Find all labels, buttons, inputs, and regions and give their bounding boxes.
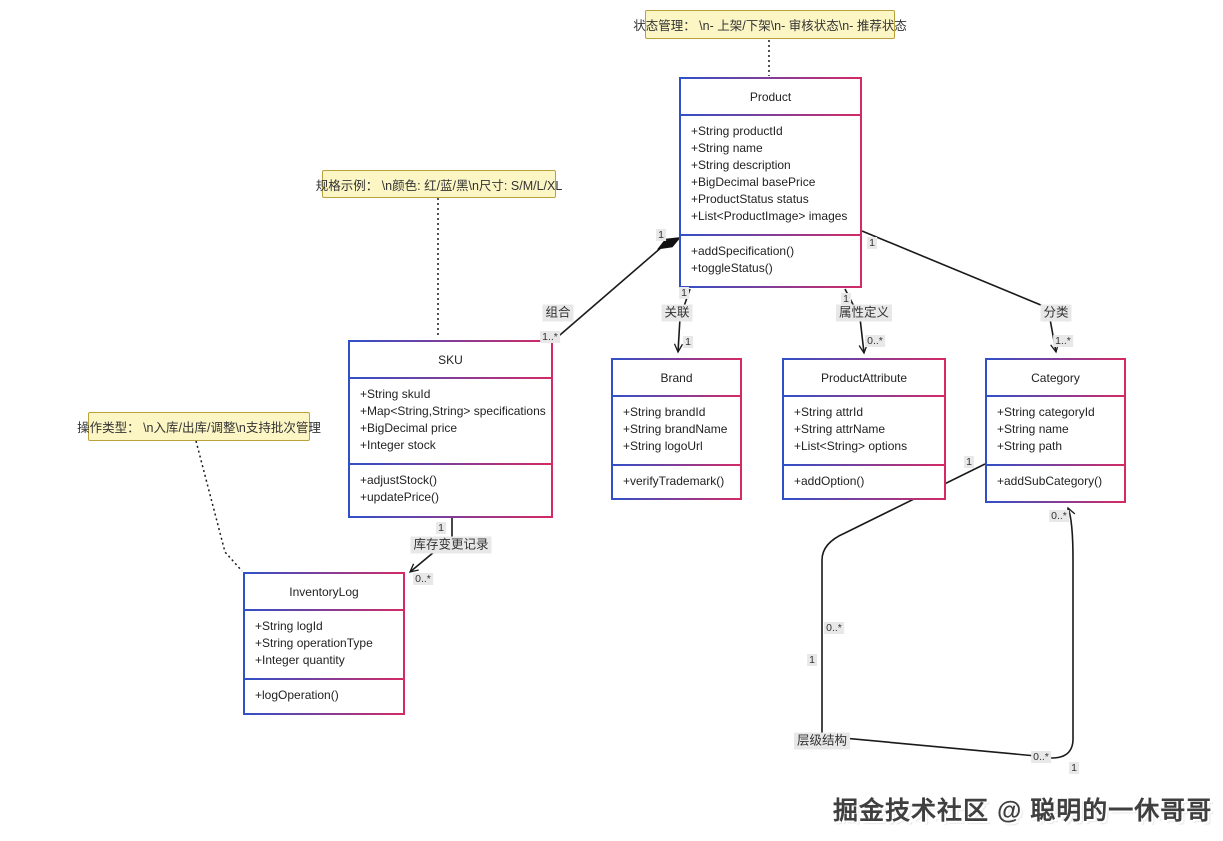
mult-hierarchy-6: 1	[1069, 762, 1079, 774]
attribute-line: +String attrId	[794, 405, 864, 419]
edge-label-composition: 组合	[542, 304, 574, 322]
edge-product-category	[861, 230, 1060, 354]
class-inventory-log-title: InventoryLog	[289, 585, 359, 599]
attribute-line: +String brandId	[623, 405, 706, 419]
mult-inventory-record-target: 0..*	[413, 573, 433, 585]
composition-diamond-icon	[657, 237, 681, 250]
class-category: Category +String categoryId +String name…	[985, 358, 1126, 503]
method-line: +updatePrice()	[360, 490, 440, 504]
attribute-line: +String categoryId	[997, 405, 1095, 419]
method-line: +addSubCategory()	[997, 474, 1103, 488]
class-brand-attributes: +String brandId +String brandName +Strin…	[613, 395, 740, 464]
note-spec-example: 规格示例： \n颜色: 红/蓝/黑\n尺寸: S/M/L/XL	[316, 170, 562, 198]
class-product: Product +String productId +String name +…	[679, 77, 862, 288]
edge-label-classification: 分类	[1040, 304, 1072, 322]
note-operation-type: 操作类型： \n入库/出库/调整\n支持批次管理	[77, 412, 321, 441]
method-line: +logOperation()	[255, 688, 339, 702]
attribute-line: +String operationType	[255, 636, 373, 650]
attribute-line: +String productId	[691, 124, 783, 138]
class-category-attributes: +String categoryId +String name +String …	[987, 395, 1124, 464]
attribute-line: +String description	[691, 158, 791, 172]
mult-hierarchy-3: 0..*	[824, 622, 844, 634]
mult-hierarchy-5: 0..*	[1031, 751, 1051, 763]
note-status-management: 状态管理： \n- 上架/下架\n- 审核状态\n- 推荐状态	[633, 10, 907, 39]
watermark-text: 掘金技术社区 @ 聪明的一休哥哥	[833, 797, 1213, 825]
mult-hierarchy-2: 0..*	[1049, 510, 1069, 522]
mult-classification-target: 1..*	[1053, 335, 1073, 347]
attribute-line: +String logoUrl	[623, 439, 703, 453]
attribute-line: +BigDecimal basePrice	[691, 175, 816, 189]
attribute-line: +String brandName	[623, 422, 728, 436]
class-brand: Brand +String brandId +String brandName …	[611, 358, 742, 500]
mult-attribute-definition-target: 0..*	[865, 335, 885, 347]
class-sku-methods: +adjustStock() +updatePrice()	[350, 463, 551, 515]
attribute-line: +BigDecimal price	[360, 421, 458, 435]
attribute-line: +Integer stock	[360, 438, 436, 452]
attribute-line: +String name	[691, 141, 763, 155]
class-sku-title: SKU	[438, 353, 463, 367]
class-inventory-log: InventoryLog +String logId +String opera…	[243, 572, 405, 715]
class-product-attribute-attributes: +String attrId +String attrName +List<St…	[784, 395, 944, 464]
class-product-attribute-methods: +addOption()	[784, 464, 944, 499]
class-inventory-log-attributes: +String logId +String operationType +Int…	[245, 609, 403, 678]
class-product-attributes: +String productId +String name +String d…	[681, 114, 860, 234]
class-product-methods: +addSpecification() +toggleStatus()	[681, 234, 860, 286]
attribute-line: +ProductStatus status	[691, 192, 809, 206]
class-sku: SKU +String skuId +Map<String,String> sp…	[348, 340, 553, 518]
mult-association-target: 1	[683, 336, 693, 348]
mult-attribute-definition-source: 1	[841, 293, 851, 305]
method-line: +verifyTrademark()	[623, 474, 725, 488]
method-line: +toggleStatus()	[691, 261, 773, 275]
edge-category-self-hierarchy	[821, 463, 1076, 759]
class-product-attribute-title: ProductAttribute	[820, 371, 908, 385]
note-connector-operation-inventorylog	[195, 440, 243, 572]
class-product-attribute: ProductAttribute +String attrId +String …	[782, 358, 946, 500]
edge-label-inventory-record: 库存变更记录	[410, 536, 492, 554]
class-brand-methods: +verifyTrademark()	[613, 464, 740, 499]
mult-composition-target: 1..*	[540, 331, 560, 343]
mult-hierarchy-1: 1	[964, 456, 974, 468]
attribute-line: +String attrName	[794, 422, 886, 436]
class-product-title: Product	[749, 90, 792, 104]
attribute-line: +Integer quantity	[255, 653, 345, 667]
edge-product-sku-composition	[552, 245, 664, 342]
edge-label-association: 关联	[661, 304, 693, 322]
attribute-line: +List<ProductImage> images	[691, 209, 848, 223]
mult-inventory-record-source: 1	[436, 522, 446, 534]
class-brand-title: Brand	[660, 371, 693, 385]
attribute-line: +String skuId	[360, 387, 431, 401]
class-inventory-log-methods: +logOperation()	[245, 678, 403, 713]
mult-composition-source: 1	[656, 229, 666, 241]
edge-label-hierarchy: 层级结构	[793, 732, 851, 750]
edge-label-attribute-definition: 属性定义	[835, 304, 893, 322]
attribute-line: +Map<String,String> specifications	[360, 404, 546, 418]
method-line: +adjustStock()	[360, 473, 438, 487]
attribute-line: +List<String> options	[794, 439, 908, 453]
mult-classification-source: 1	[867, 237, 877, 249]
class-sku-attributes: +String skuId +Map<String,String> specif…	[350, 377, 551, 463]
mult-hierarchy-4: 1	[807, 654, 817, 666]
class-category-title: Category	[1031, 371, 1080, 385]
mult-association-source: 1	[679, 287, 689, 299]
method-line: +addSpecification()	[691, 244, 795, 258]
attribute-line: +String name	[997, 422, 1069, 436]
class-category-methods: +addSubCategory()	[987, 464, 1124, 499]
attribute-line: +String path	[997, 439, 1063, 453]
method-line: +addOption()	[794, 474, 865, 488]
attribute-line: +String logId	[255, 619, 323, 633]
